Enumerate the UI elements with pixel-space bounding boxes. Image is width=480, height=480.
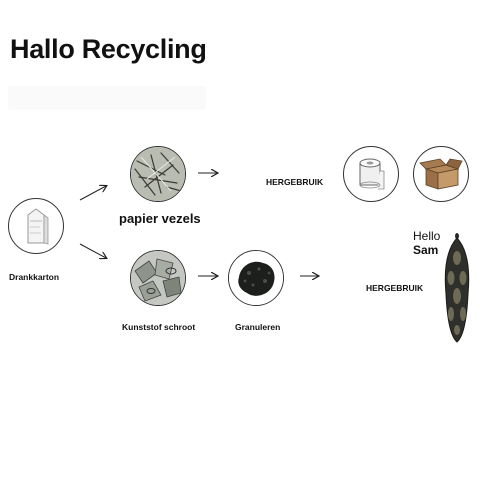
label-hergebruik-top: HERGEBRUIK: [266, 177, 324, 187]
label-papier-vezels: papier vezels: [119, 211, 201, 226]
toilet-roll-icon: [359, 158, 385, 190]
cardboard-box-circle: [413, 146, 469, 202]
carton-circle: [8, 198, 64, 254]
arrow-carton-to-fibers: [79, 186, 106, 201]
arrow-carton-to-plastic: [79, 243, 106, 258]
plastic-circle: [130, 250, 186, 306]
product-name: Hello Sam: [413, 229, 440, 257]
product-name-line1: Hello: [413, 229, 441, 243]
label-hergebruik-bottom: HERGEBRUIK: [366, 283, 424, 293]
toilet-roll-circle: [343, 146, 399, 202]
product-name-line2: Sam: [413, 243, 439, 257]
granulate-icon: [229, 251, 283, 305]
page-title: Hallo Recycling: [10, 34, 207, 64]
granulate-circle: [228, 250, 284, 306]
paper-fibers-icon: [131, 147, 185, 201]
faded-subtitle-placeholder: [8, 86, 206, 110]
plastic-scrap-icon: [131, 251, 185, 305]
label-drankkarton: Drankkarton: [9, 272, 60, 282]
milk-carton-icon: [27, 208, 49, 245]
label-kunststof-schroot: Kunststof schroot: [122, 322, 196, 332]
hello-sam-product-icon: [444, 233, 470, 343]
fibers-circle: [130, 146, 186, 202]
cardboard-box-icon: [419, 158, 463, 190]
label-granuleren: Granuleren: [235, 322, 281, 332]
